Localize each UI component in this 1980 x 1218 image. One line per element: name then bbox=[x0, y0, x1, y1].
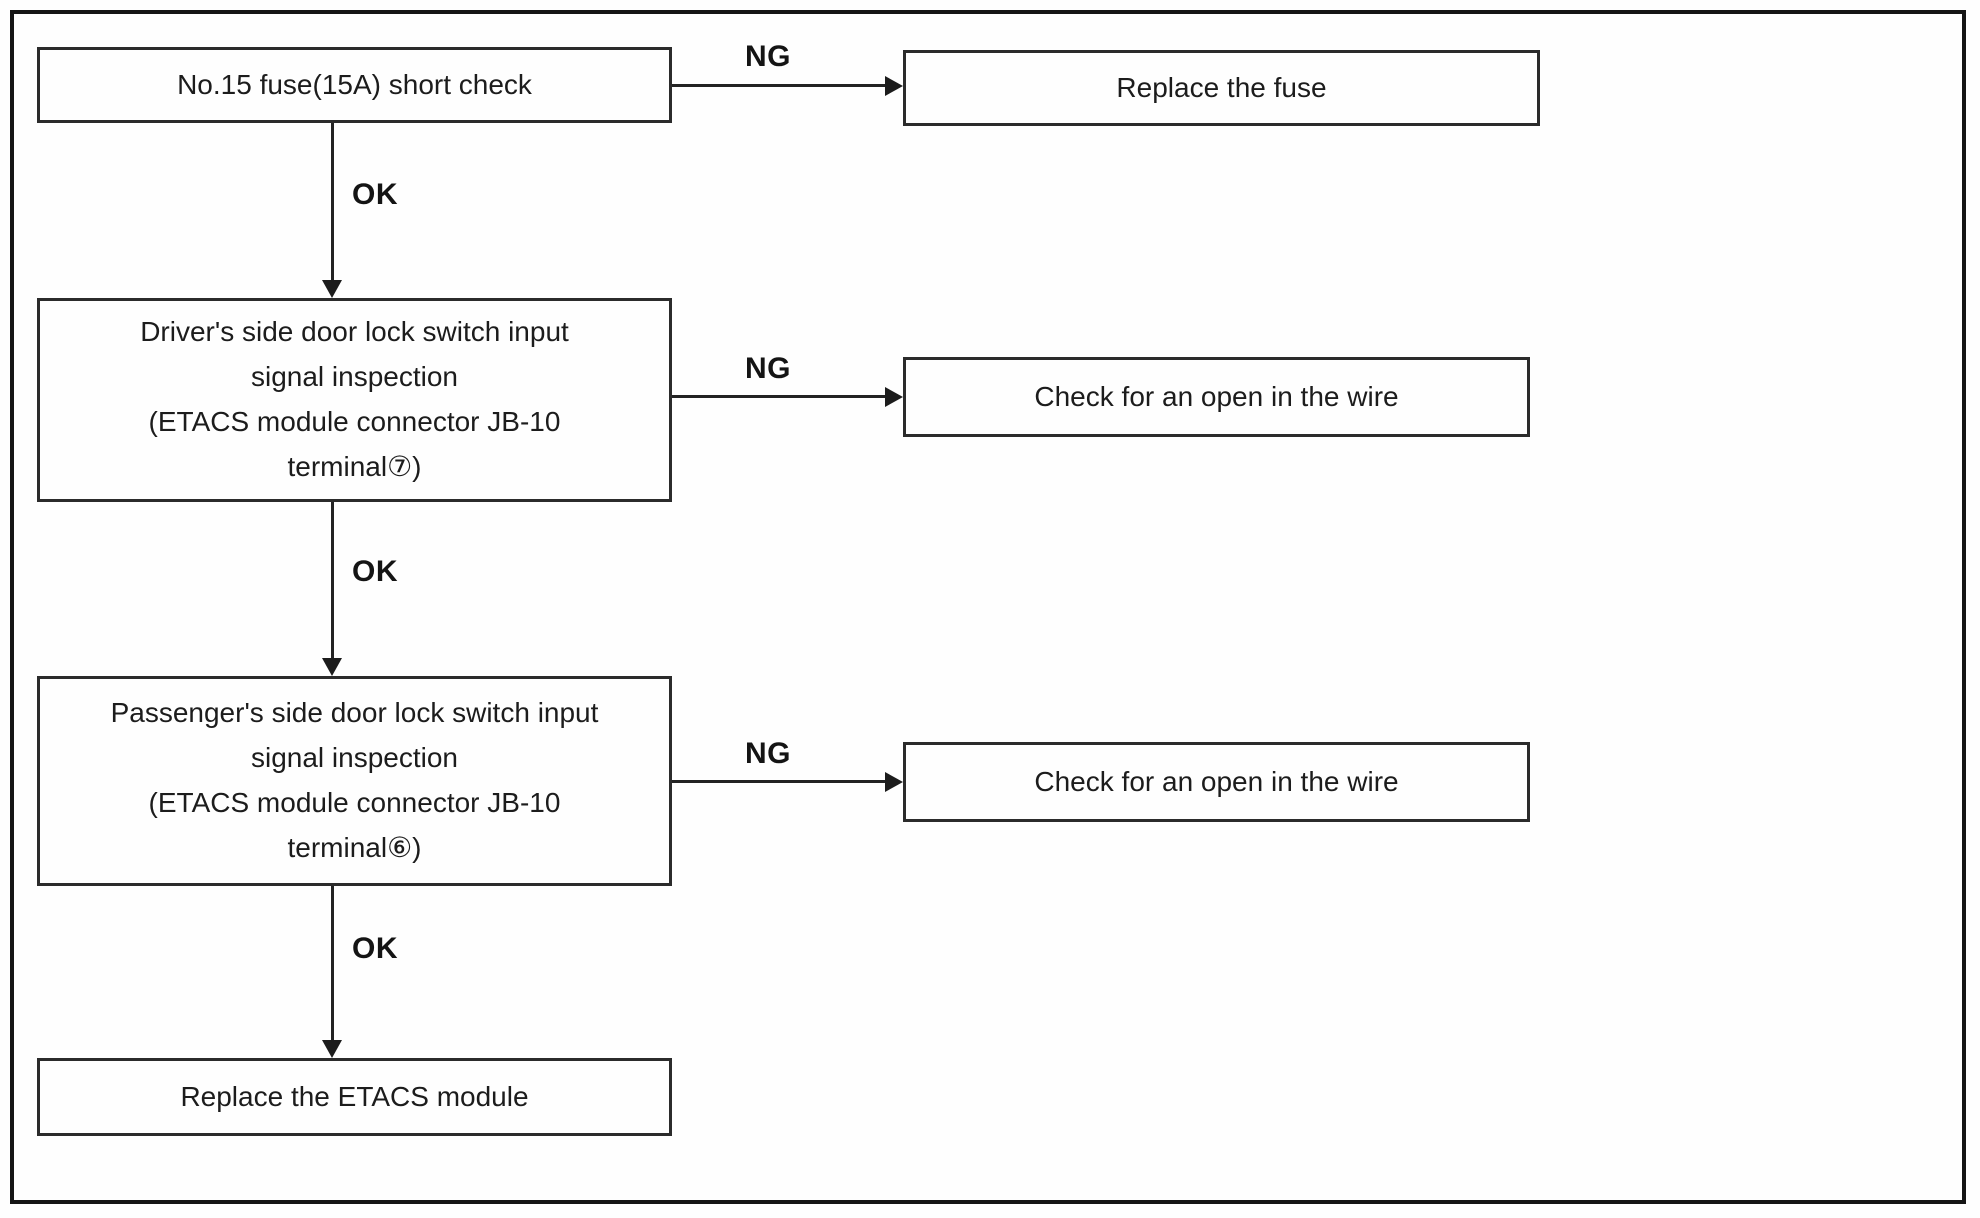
ok-arrow-line-3 bbox=[331, 886, 334, 1042]
arrow-down-head-icon bbox=[322, 280, 342, 298]
result-text: Check for an open in the wire bbox=[1034, 765, 1399, 797]
step-text-line: (ETACS module connector JB-10 bbox=[148, 787, 561, 818]
step-box-passenger-door-lock-inspection: Passenger's side door lock switch input … bbox=[37, 676, 672, 886]
arrow-down-head-icon bbox=[322, 658, 342, 676]
step-text-line: No.15 fuse(15A) short check bbox=[177, 68, 532, 100]
ok-label-2: OK bbox=[352, 555, 398, 588]
step-text-line: Driver's side door lock switch input bbox=[140, 316, 569, 348]
arrow-right-head-icon bbox=[885, 772, 903, 792]
step-text-line: Passenger's side door lock switch input bbox=[110, 697, 599, 729]
arrow-right-head-icon bbox=[885, 387, 903, 407]
ok-arrow-line-1 bbox=[331, 123, 334, 282]
result-box-check-open-wire-passenger: Check for an open in the wire bbox=[903, 742, 1530, 822]
step-text-line: Replace the ETACS module bbox=[180, 1080, 529, 1112]
result-text: Check for an open in the wire bbox=[1034, 380, 1399, 412]
step-box-driver-door-lock-inspection: Driver's side door lock switch input sig… bbox=[37, 298, 672, 502]
arrow-right-head-icon bbox=[885, 76, 903, 96]
result-text: Replace the fuse bbox=[1116, 71, 1327, 103]
ok-label-3: OK bbox=[352, 932, 398, 965]
ok-label-1: OK bbox=[352, 178, 398, 211]
step-text-line: (ETACS module connector JB-10 bbox=[148, 406, 561, 437]
ng-arrow-line-1 bbox=[672, 84, 885, 87]
ng-arrow-line-3 bbox=[672, 780, 885, 783]
step-box-replace-etacs-module: Replace the ETACS module bbox=[37, 1058, 672, 1136]
step-text-line: terminal⑦) bbox=[287, 450, 422, 482]
ng-arrow-line-2 bbox=[672, 395, 885, 398]
result-box-check-open-wire-driver: Check for an open in the wire bbox=[903, 357, 1530, 437]
ng-label-3: NG bbox=[745, 737, 791, 770]
step-text-line: signal inspection bbox=[250, 742, 459, 774]
ng-label-2: NG bbox=[745, 352, 791, 385]
ng-label-1: NG bbox=[745, 40, 791, 73]
step-text-line: signal inspection bbox=[250, 361, 459, 393]
diagram-border bbox=[10, 10, 1966, 1204]
step-box-fuse-short-check: No.15 fuse(15A) short check bbox=[37, 47, 672, 123]
arrow-down-head-icon bbox=[322, 1040, 342, 1058]
step-text-line: terminal⑥) bbox=[287, 831, 422, 863]
ok-arrow-line-2 bbox=[331, 502, 334, 660]
result-box-replace-fuse: Replace the fuse bbox=[903, 50, 1540, 126]
